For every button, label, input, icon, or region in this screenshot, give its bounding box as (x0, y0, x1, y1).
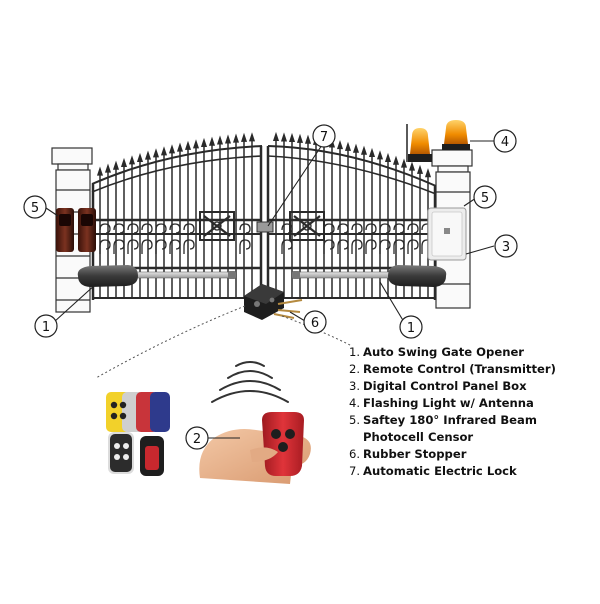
svg-text:7: 7 (320, 130, 328, 145)
rubber-stopper (244, 284, 303, 320)
callout-control-box: 3 (494, 234, 518, 258)
callout-opener-right: 1 (399, 315, 423, 339)
photocell-sensor-left (56, 208, 96, 252)
callout-leaders (45, 140, 495, 439)
flashing-light (406, 120, 470, 162)
svg-text:2: 2 (193, 432, 201, 447)
remote-set (106, 392, 170, 476)
control-panel-box (427, 207, 467, 261)
opener-left (77, 265, 236, 287)
electric-lock (256, 221, 274, 233)
legend-item: 6.Rubber Stopper (349, 447, 467, 461)
callout-stopper: 6 (303, 310, 327, 334)
callout-lock: 7 (312, 124, 336, 148)
legend-item: 7.Automatic Electric Lock (349, 464, 517, 478)
svg-text:3: 3 (502, 240, 510, 255)
signal-waves (211, 361, 289, 403)
signal-path (95, 305, 353, 379)
svg-text:4: 4 (501, 135, 509, 150)
gate (91, 145, 437, 300)
svg-text:6: 6 (311, 316, 319, 331)
callout-opener-left: 1 (34, 314, 58, 338)
legend-item: 4.Flashing Light w/ Antenna (349, 396, 534, 410)
legend-item: 3.Digital Control Panel Box (349, 379, 527, 393)
callout-remote: 2 (185, 426, 209, 450)
legend-item: 2.Remote Control (Transmitter) (349, 362, 556, 376)
legend-list: 1.Auto Swing Gate Opener 2.Remote Contro… (349, 344, 594, 480)
gate-ornaments (99, 211, 433, 254)
svg-text:1: 1 (42, 320, 50, 335)
callout-photocell-left: 5 (23, 195, 47, 219)
callout-flashing-light: 4 (493, 129, 517, 153)
svg-text:5: 5 (481, 191, 489, 206)
callout-photocell-right: 5 (473, 185, 497, 209)
svg-text:5: 5 (31, 201, 39, 216)
svg-text:1: 1 (407, 321, 415, 336)
hand-with-remote (199, 412, 311, 484)
legend-item: 5.Saftey 180° Infrared Beam Photocell Ce… (349, 413, 537, 444)
opener-right (292, 265, 447, 287)
legend-item: 1.Auto Swing Gate Opener (349, 345, 525, 359)
